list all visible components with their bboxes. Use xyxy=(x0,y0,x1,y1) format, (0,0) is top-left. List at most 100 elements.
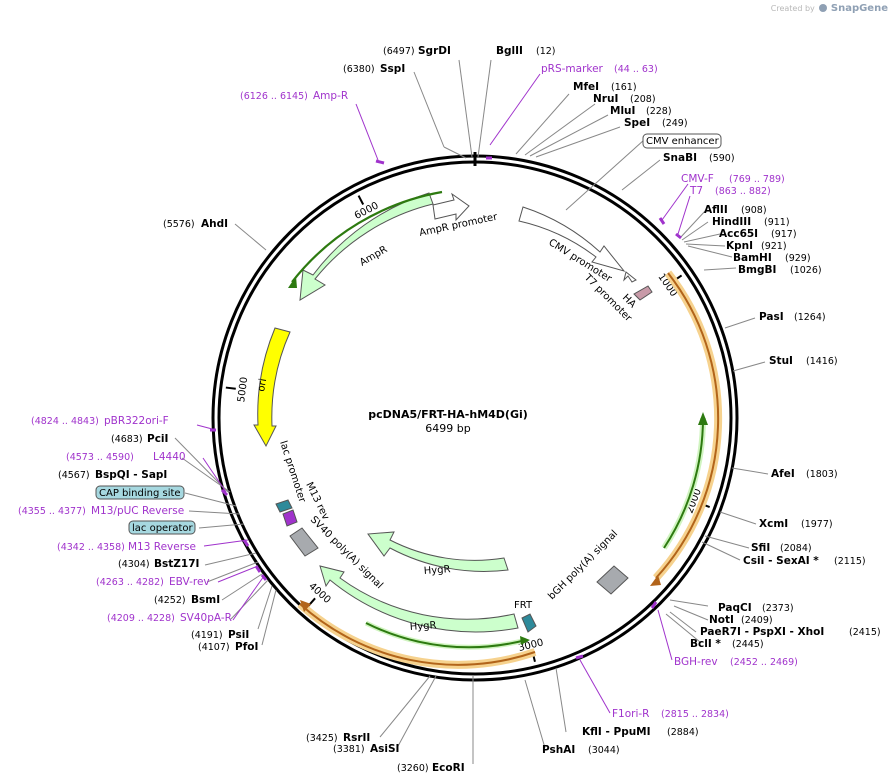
lac-marker xyxy=(275,499,293,513)
site-position-15: (921) xyxy=(761,241,787,252)
feature-cmv-promoter xyxy=(518,206,626,272)
primer-label-8: Amp-R xyxy=(313,90,348,102)
ampr-orf-line xyxy=(291,190,443,283)
site-position-9: (590) xyxy=(709,153,735,164)
primer-ticks xyxy=(210,156,682,660)
site-position-23: (4573 .. 4590) xyxy=(66,452,134,463)
label-cmv-enhancer: CMV enhancer xyxy=(646,136,720,147)
enzyme-label-31: SfiI xyxy=(751,542,770,554)
enzyme-label-7: SpeI xyxy=(624,117,650,129)
site-position-47: (3425) xyxy=(306,733,338,744)
site-position-2: (44 .. 63) xyxy=(614,64,658,75)
feature-ori xyxy=(253,327,291,448)
enzyme-label-33: BstZ17I xyxy=(154,558,199,570)
site-position-28: (1977) xyxy=(801,519,833,530)
site-position-48: (3381) xyxy=(333,744,365,755)
site-position-24: (4567) xyxy=(58,470,90,481)
site-position-19: (1264) xyxy=(794,312,826,323)
primer-label-11: T7 xyxy=(689,185,703,197)
site-labels: SgrDI(6497)BglII(12)pRS-marker(44 .. 63)… xyxy=(18,45,881,774)
primer-label-21: pBR322ori-F xyxy=(104,415,169,427)
enzyme-label-49: EcoRI xyxy=(432,762,465,774)
enzyme-label-37: PaqCI xyxy=(718,602,752,614)
feature-ampr-promoter xyxy=(432,192,470,222)
site-position-3: (6380) xyxy=(343,64,375,75)
primer-label-36: SV40pA-R xyxy=(180,612,232,624)
site-position-8: (6126 .. 6145) xyxy=(240,91,308,102)
enzyme-label-32: CsiI - SexAI * xyxy=(743,555,819,567)
primer-label-2: pRS-marker xyxy=(541,63,604,75)
primer-label-30: M13 Reverse xyxy=(128,541,196,553)
enzyme-label-42: PfoI xyxy=(235,641,258,653)
site-position-36: (4209 .. 4228) xyxy=(107,613,175,624)
site-position-38: (2409) xyxy=(741,615,773,626)
cmv-enhancer-box xyxy=(642,133,722,149)
site-position-40: (2445) xyxy=(732,639,764,650)
site-position-44: (2815 .. 2834) xyxy=(661,709,729,720)
enzyme-label-38: NotI xyxy=(709,614,734,626)
site-position-4: (161) xyxy=(611,82,637,93)
site-position-46: (3044) xyxy=(588,745,620,756)
label-sv40-polya: SV40 poly(A) signal xyxy=(308,514,385,591)
site-position-43: (2452 .. 2469) xyxy=(730,657,798,668)
enzyme-label-12: AflII xyxy=(704,204,728,216)
feature-bgh-polya xyxy=(596,565,629,595)
site-position-49: (3260) xyxy=(397,763,429,774)
label-frt: FRT xyxy=(514,600,533,611)
insert-orf-arrowhead xyxy=(698,412,708,425)
site-position-25: (1803) xyxy=(806,469,838,480)
site-position-21: (4824 .. 4843) xyxy=(31,416,99,427)
primer-label-43: BGH-rev xyxy=(674,656,718,668)
site-position-5: (208) xyxy=(630,94,656,105)
tick-label: 4000 xyxy=(306,581,332,606)
enzyme-label-28: XcmI xyxy=(759,518,788,530)
tick-label: 5000 xyxy=(236,376,250,403)
enzyme-label-48: AsiSI xyxy=(370,743,399,755)
insert-highlight xyxy=(653,270,723,581)
site-position-14: (917) xyxy=(771,229,797,240)
feature-ampr xyxy=(299,192,434,301)
enzyme-label-15: KpnI xyxy=(726,240,753,252)
site-position-39: (2415) xyxy=(849,627,881,638)
site-position-45: (2884) xyxy=(667,727,699,738)
ampr-orf-arrowhead xyxy=(288,276,297,288)
site-position-13: (911) xyxy=(764,217,790,228)
site-position-27: (4355 .. 4377) xyxy=(18,506,86,517)
insert-orf-line xyxy=(663,417,704,549)
m13-marker xyxy=(282,509,298,527)
hygr-orf-line xyxy=(365,622,527,649)
site-position-32: (2115) xyxy=(834,556,866,567)
primer-label-23: L4440 xyxy=(153,451,186,463)
enzyme-label-16: BamHI xyxy=(733,252,772,264)
enzyme-label-18: AhdI xyxy=(201,218,228,230)
enzyme-label-9: SnaBI xyxy=(663,152,697,164)
site-position-22: (4683) xyxy=(111,434,143,445)
primer-leaders xyxy=(196,73,691,714)
enzyme-label-25: AfeI xyxy=(771,468,795,480)
enzyme-label-22: PciI xyxy=(147,433,168,445)
sv40-region-line xyxy=(299,603,536,666)
site-position-10: (769 .. 789) xyxy=(729,174,785,185)
enzyme-label-45: KflI - PpuMI xyxy=(582,726,651,738)
label-ampr: AmpR xyxy=(358,244,389,268)
site-position-35: (4252) xyxy=(154,595,186,606)
brand-name: SnapGene xyxy=(830,3,888,14)
site-position-34: (4263 .. 4282) xyxy=(96,577,164,588)
enzyme-label-19: PasI xyxy=(759,311,784,323)
site-position-1: (12) xyxy=(536,46,556,57)
tick-mark xyxy=(357,195,365,205)
enzyme-label-20: StuI xyxy=(769,355,793,367)
label-hygr-1: HygR xyxy=(423,564,450,577)
site-position-16: (929) xyxy=(785,253,811,264)
cap-binding-box xyxy=(95,485,185,500)
enzyme-label-41: PsiI xyxy=(228,629,249,641)
site-position-7: (249) xyxy=(662,118,688,129)
enzyme-label-35: BsmI xyxy=(191,594,220,606)
plasmid-length: 6499 bp xyxy=(425,422,471,435)
site-position-20: (1416) xyxy=(806,356,838,367)
primer-label-34: EBV-rev xyxy=(169,576,210,588)
plasmid-name: pcDNA5/FRT-HA-hM4D(Gi) xyxy=(368,408,528,421)
site-position-41: (4191) xyxy=(191,630,223,641)
enzyme-label-6: MluI xyxy=(610,105,635,117)
insert-arrowhead xyxy=(650,575,661,586)
